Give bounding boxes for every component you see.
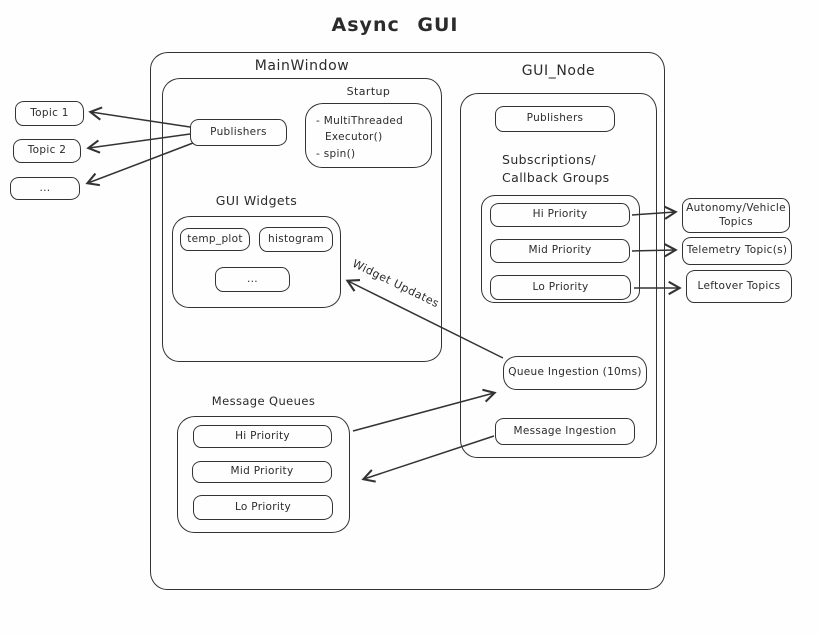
mq-lo-priority-node: Lo Priority [193,495,333,520]
gui-widgets-container [172,216,341,308]
topic-more-label: ... [39,181,51,194]
startup-line-2: Executor() [325,131,383,144]
topic-1-node: Topic 1 [15,101,84,126]
gui-node-publishers-label: Publishers [526,112,584,125]
startup-line-3: - spin() [316,147,356,160]
gui-widgets-more-label: ... [247,272,258,285]
telemetry-topics-node: Telemetry Topic(s) [682,237,792,265]
message-queues-label: Message Queues [211,394,316,408]
mainwindow-publishers-label: Publishers [210,125,267,138]
gui-widgets-label: GUI Widgets [215,193,298,208]
callback-groups-container [481,195,640,303]
subscriptions-label-line1: Subscriptions/ [502,152,596,167]
gn-mid-priority-node: Mid Priority [490,239,630,263]
topic-2-label: Topic 2 [27,144,67,157]
queue-ingestion-label: Queue Ingestion (10ms) [508,366,642,379]
message-queues-container [177,416,350,533]
topic-more-node: ... [10,177,80,200]
startup-label: Startup [346,85,391,98]
gui-widgets-more-node: ... [215,267,290,292]
temp-plot-node: temp_plot [180,228,250,251]
startup-line-1: - MultiThreaded [316,115,404,127]
gn-hi-priority-node: Hi Priority [490,203,630,227]
diagram-title: Async GUI [331,14,459,36]
topic-1-label: Topic 1 [30,106,69,119]
gui-node-container [460,93,657,458]
telemetry-topics-label: Telemetry Topic(s) [686,244,788,257]
gn-hi-priority-label: Hi Priority [532,208,588,221]
autonomy-vehicle-topics-node: Autonomy/Vehicle Topics [682,198,790,233]
topic-2-node: Topic 2 [13,139,81,163]
mq-mid-priority-label: Mid Priority [230,465,294,478]
leftover-topics-label: Leftover Topics [697,279,781,292]
subscriptions-label-line2: Callback Groups [502,170,610,186]
leftover-topics-node: Leftover Topics [686,270,792,303]
temp-plot-label: temp_plot [187,232,243,245]
startup-node: - MultiThreaded Executor() - spin() [305,103,432,168]
histogram-label: histogram [268,232,324,245]
mq-hi-priority-label: Hi Priority [235,429,290,442]
queue-ingestion-node: Queue Ingestion (10ms) [503,356,647,390]
mq-mid-priority-node: Mid Priority [192,461,332,483]
async-gui-container [150,52,665,590]
message-ingestion-label: Message Ingestion [513,424,617,437]
gn-lo-priority-label: Lo Priority [532,280,589,293]
mq-lo-priority-label: Lo Priority [234,500,292,513]
subscriptions-label: Subscriptions/ Callback Groups [502,151,610,187]
gn-lo-priority-node: Lo Priority [490,275,631,300]
mainwindow-container [162,78,442,362]
mq-hi-priority-node: Hi Priority [193,425,332,448]
autonomy-vehicle-topics-label: Autonomy/Vehicle Topics [686,202,786,228]
histogram-node: histogram [259,227,333,252]
message-ingestion-node: Message Ingestion [495,418,635,445]
gui-node-publishers-node: Publishers [495,106,615,132]
mainwindow-label: MainWindow [254,58,350,74]
gn-mid-priority-label: Mid Priority [528,244,592,257]
gui-node-label: GUI_Node [521,63,596,79]
mainwindow-publishers-node: Publishers [190,119,287,146]
